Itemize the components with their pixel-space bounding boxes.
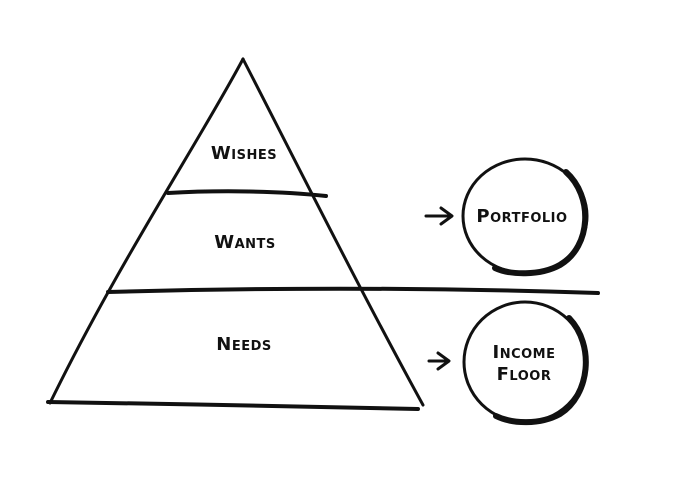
arrow-to-portfolio: [424, 206, 454, 226]
pyramid-divider-upper: [166, 189, 328, 198]
income-floor-label-line2: Floor: [497, 364, 552, 385]
level-label-wishes: Wishes: [211, 143, 277, 164]
pyramid-right-edge: [241, 57, 425, 407]
portfolio-circle: [461, 157, 589, 277]
pyramid: [46, 57, 600, 411]
pyramid-base: [46, 400, 420, 411]
pyramid-left-edge: [48, 57, 245, 405]
level-label-wants: Wants: [214, 232, 276, 253]
portfolio-label: Portfolio: [476, 206, 567, 227]
level-label-needs: Needs: [216, 334, 271, 355]
income-floor-label-line1: Income: [493, 342, 556, 363]
arrow-to-income-floor: [427, 351, 451, 371]
income-floor-circle: [462, 300, 589, 426]
horizontal-divider-line: [106, 286, 600, 295]
